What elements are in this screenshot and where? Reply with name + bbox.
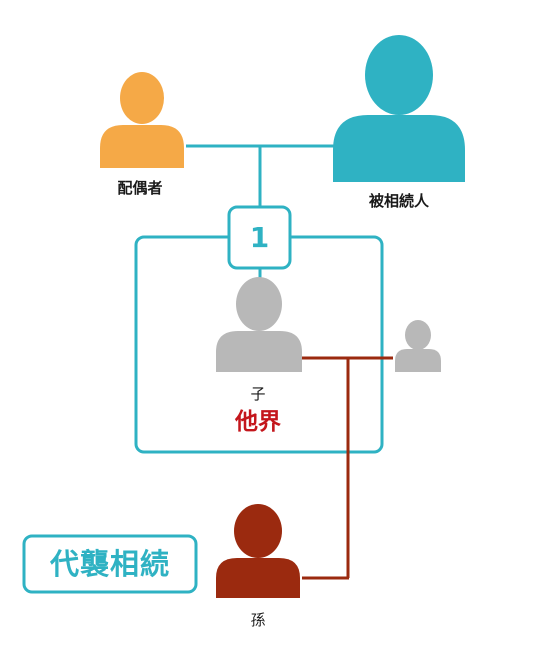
spouse-label: 配偶者: [117, 179, 163, 197]
child-label: 子: [250, 385, 266, 403]
child-spouse-person-icon: [395, 320, 441, 372]
spouse-person-icon: [100, 72, 184, 168]
substitution-connectors: [302, 356, 393, 580]
rank-badge-box: [227, 205, 292, 270]
deceased-label: 被相続人: [368, 192, 430, 210]
deceased-person-icon: [333, 35, 465, 182]
child-status-label: 他界: [235, 409, 281, 435]
child-person-icon: [216, 277, 302, 372]
rank-badge-number: 1: [249, 221, 270, 254]
grandchild-label: 孫: [250, 611, 266, 629]
substitution-tag-box: [22, 534, 198, 594]
grandchild-person-icon: [216, 504, 300, 598]
substitution-tag-label: 代襲相続: [49, 547, 170, 581]
